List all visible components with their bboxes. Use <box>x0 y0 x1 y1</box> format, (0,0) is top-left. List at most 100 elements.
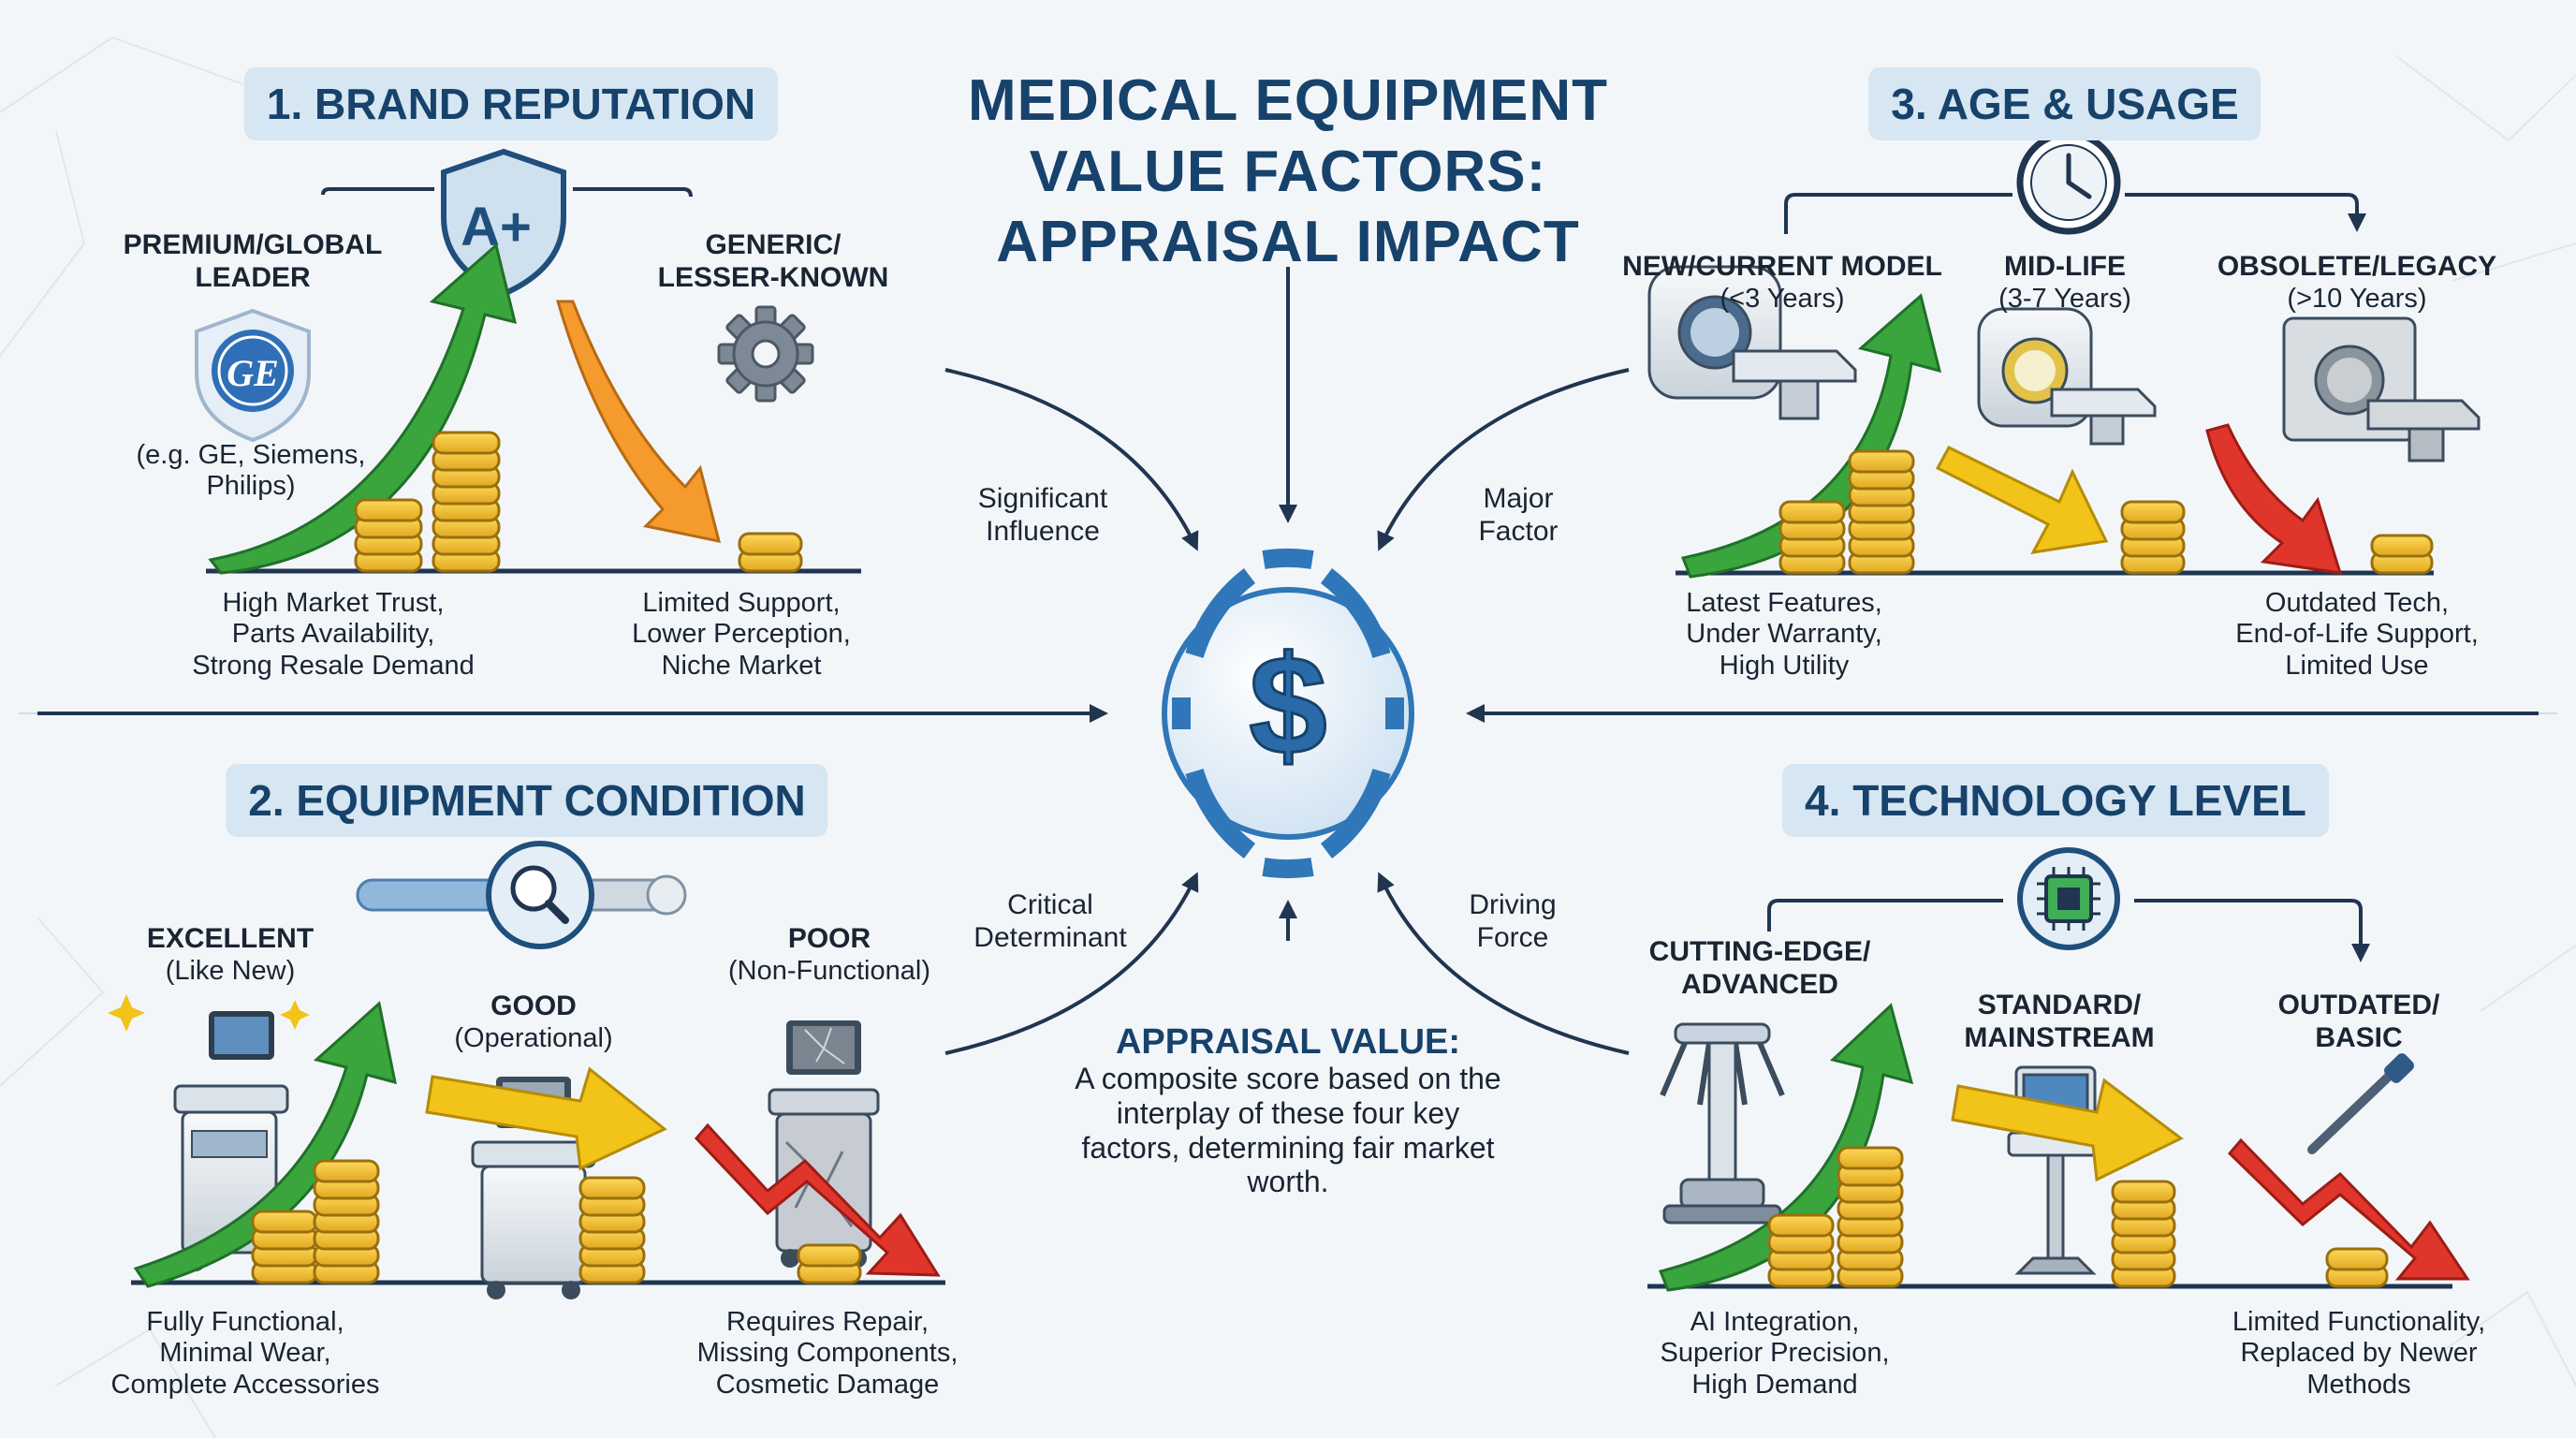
ge-logo-icon: GE <box>195 308 311 443</box>
desc-line: AI Integration, <box>1690 1307 1860 1337</box>
arrow-from-brand <box>944 368 1199 551</box>
desc-line: Minimal Wear, <box>159 1338 331 1369</box>
desc-line: High Utility <box>1719 650 1850 681</box>
desc-line: Parts Availability, <box>231 619 435 650</box>
desc-line: Cosmetic Damage <box>715 1369 940 1400</box>
label-line: Philips) <box>206 471 296 502</box>
desc-line: Complete Accessories <box>110 1369 380 1400</box>
connector-label-top-left: Significant Influence <box>978 483 1107 548</box>
coin-stack-icon <box>1848 449 1915 575</box>
coin-stack-icon <box>1837 1146 1904 1288</box>
coin <box>313 1159 380 1183</box>
poor-label: POOR (Non-Functional) <box>728 923 930 987</box>
dollar-icon: $ <box>1162 549 1414 878</box>
condition-header: 2. EQUIPMENT CONDITION <box>226 764 828 837</box>
premium-example: (e.g. GE, Siemens, Philips) <box>137 440 366 503</box>
coin-stack-icon <box>797 1243 862 1284</box>
desc-line: Niche Market <box>661 650 822 681</box>
coin <box>738 532 803 556</box>
title-line-3: APPRAISAL IMPACT <box>996 210 1580 275</box>
coin-stack-icon <box>2325 1247 2389 1288</box>
coin <box>1767 1213 1835 1238</box>
clock-icon <box>2016 125 2121 235</box>
background-network <box>0 36 2576 1438</box>
desc-line: Missing Components, <box>696 1338 959 1369</box>
desc-line: Methods <box>2306 1369 2411 1400</box>
coin <box>2325 1247 2389 1271</box>
condition-desc-left: Fully Functional, Minimal Wear, Complete… <box>111 1307 380 1401</box>
connector-label-bottom-right: Driving Force <box>1469 889 1556 954</box>
label-line: BASIC <box>2315 1021 2403 1053</box>
trend-down-arrow-icon <box>2227 1137 2470 1281</box>
coin-stack-icon <box>1767 1213 1835 1288</box>
age-desc-right: Outdated Tech, End-of-Life Support, Limi… <box>2235 588 2479 682</box>
coin-stack-icon <box>578 1176 646 1284</box>
premium-label: PREMIUM/GLOBAL LEADER <box>124 229 383 294</box>
chip-icon <box>2017 847 2120 950</box>
desc-line: Replaced by Newer <box>2240 1338 2478 1369</box>
center-connector-arrows <box>37 267 2539 1055</box>
mri-scanner-legacy-icon <box>2282 316 2481 462</box>
coin-stack-icon <box>354 498 423 573</box>
standard-label: STANDARD/ MAINSTREAM <box>1964 990 2154 1054</box>
connector-line: Influence <box>986 515 1100 547</box>
good-label: GOOD (Operational) <box>454 990 612 1054</box>
label-line: ADVANCED <box>1681 968 1838 1000</box>
coin <box>432 431 501 455</box>
label-line: PREMIUM/GLOBAL <box>123 229 383 260</box>
connector-label-bottom-left: Critical Determinant <box>973 889 1126 954</box>
generic-label: GENERIC/ LESSER-KNOWN <box>658 229 889 294</box>
coin <box>354 498 423 522</box>
label-sub: (Non-Functional) <box>728 955 930 986</box>
age-desc-left: Latest Features, Under Warranty, High Ut… <box>1686 588 1882 682</box>
pipette-icon <box>2307 1053 2414 1154</box>
label-line: LEADER <box>195 261 311 293</box>
technology-desc-left: AI Integration, Superior Precision, High… <box>1661 1307 1890 1401</box>
connector-line: Significant <box>977 483 1108 514</box>
mid-life-label: MID-LIFE (3-7 Years) <box>1998 251 2131 315</box>
label-line: NEW/CURRENT MODEL <box>1622 251 1942 282</box>
coin <box>1848 449 1915 474</box>
coin <box>2370 534 2434 558</box>
age-quadrant-graphics <box>1647 125 2481 579</box>
arrow-from-technology <box>1377 872 1630 1055</box>
connector-line: Determinant <box>973 921 1127 953</box>
condition-desc-right: Requires Repair, Missing Components, Cos… <box>697 1307 959 1401</box>
label-line: MID-LIFE <box>2004 251 2126 282</box>
brand-header: 1. BRAND REPUTATION <box>243 67 779 140</box>
desc-line: Superior Precision, <box>1660 1338 1890 1369</box>
label-line: POOR <box>787 923 871 954</box>
ge-logo-text: GE <box>227 352 279 394</box>
coin <box>1837 1146 1904 1170</box>
appraisal-description: A composite score based on the interplay… <box>1075 1062 1501 1199</box>
brand-quadrant-graphics: A+ GE <box>195 148 861 575</box>
trend-flat-arrow-icon <box>425 1066 667 1171</box>
technology-desc-right: Limited Functionality, Replaced by Newer… <box>2232 1307 2485 1401</box>
desc-line: High Market Trust, <box>222 588 445 618</box>
surgical-robot-icon <box>1660 1022 1785 1225</box>
gear-icon <box>717 305 814 403</box>
connector-line: Driving <box>1469 889 1557 920</box>
age-header: 3. AGE & USAGE <box>1868 67 2261 140</box>
coin <box>578 1176 646 1200</box>
coin <box>2120 500 2186 524</box>
coin <box>251 1210 318 1234</box>
desc-line: Limited Support, <box>642 588 841 618</box>
technology-header: 4. TECHNOLOGY LEVEL <box>1782 764 2329 837</box>
label-sub: (<3 Years) <box>1720 283 1845 314</box>
mri-scanner-mid-icon <box>1977 307 2157 446</box>
obsolete-label: OBSOLETE/LEGACY (>10 Years) <box>2217 251 2496 315</box>
label-line: GENERIC/ <box>705 229 842 260</box>
new-model-label: NEW/CURRENT MODEL (<3 Years) <box>1622 251 1942 315</box>
arrow-from-age <box>1377 368 1630 551</box>
coin-stack-icon <box>2120 500 2186 575</box>
desc-line: Latest Features, <box>1686 588 1882 618</box>
condition-quadrant-graphics <box>108 841 945 1299</box>
label-sub: (Operational) <box>454 1022 613 1053</box>
trend-down-arrow-icon <box>556 300 722 543</box>
excellent-label: EXCELLENT (Like New) <box>147 923 314 987</box>
brand-desc-right: Limited Support, Lower Perception, Niche… <box>632 588 851 682</box>
coin-stack-icon <box>251 1210 318 1284</box>
coin-stack-icon <box>738 532 803 573</box>
